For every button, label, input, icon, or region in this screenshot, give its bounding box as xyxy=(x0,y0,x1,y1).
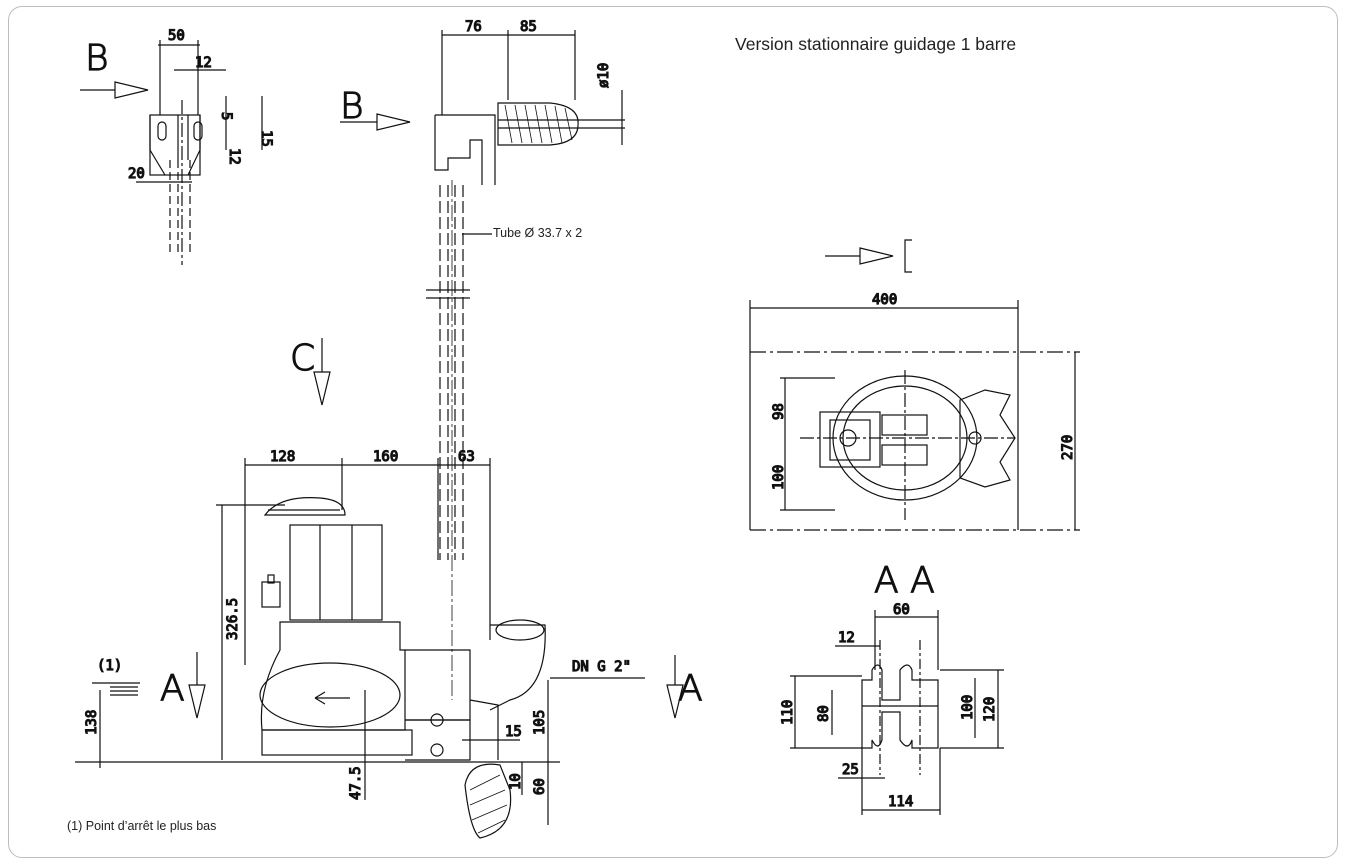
dim-60b: 60 xyxy=(893,602,910,618)
dim-114: 114 xyxy=(888,794,913,810)
dim-20: 20 xyxy=(128,166,145,182)
outlet-label: DN G 2" xyxy=(572,659,631,675)
dim-98: 98 xyxy=(771,403,787,420)
dim-15a: 15 xyxy=(258,130,274,147)
dim-47: 47.5 xyxy=(348,766,364,800)
dim-25: 25 xyxy=(842,762,859,778)
detail-b: B 50 12 5 15 12 20 xyxy=(80,27,275,265)
section-arrow-a-right: A xyxy=(666,655,703,719)
dim-85: 85 xyxy=(520,19,537,35)
section-aa: A A 60 12 110 80 100 120 25 114 xyxy=(779,559,1004,815)
dim-138: 138 xyxy=(84,710,100,735)
dim-100a: 100 xyxy=(771,465,787,490)
view-label-a-left: A xyxy=(160,668,185,709)
view-label-section: A A xyxy=(874,560,935,601)
arrow-b-detail xyxy=(80,81,149,99)
dim-50: 50 xyxy=(168,28,185,44)
arrow-b-top xyxy=(340,113,411,131)
dim-120: 120 xyxy=(982,697,998,722)
dim-10a: ø10 xyxy=(596,63,612,88)
dim-160: 160 xyxy=(373,449,398,465)
dim-76: 76 xyxy=(465,19,482,35)
view-label-b-detail: B xyxy=(85,38,109,79)
dim-105: 105 xyxy=(532,710,548,735)
dim-60a: 60 xyxy=(532,778,548,795)
plan-view-c: 400 270 98 100 xyxy=(749,239,1080,531)
dim-100b: 100 xyxy=(960,695,976,720)
arrow-c-plan xyxy=(825,239,912,273)
dim-110: 110 xyxy=(780,700,796,725)
pump-elevation: 128 160 63 326.5 DN G 2" 138 xyxy=(75,448,703,839)
drawing-frame xyxy=(8,6,1338,858)
dim-80: 80 xyxy=(816,705,832,722)
dim-270: 270 xyxy=(1060,435,1076,460)
footnote: (1) Point d’arrêt le plus bas xyxy=(67,819,217,833)
dim-10b: 10 xyxy=(508,773,524,790)
footnote-marker: (1) xyxy=(97,658,122,674)
dim-5: 5 xyxy=(218,112,234,120)
drawing-title: Version stationnaire guidage 1 barre xyxy=(735,34,1017,54)
dim-128: 128 xyxy=(270,449,295,465)
dim-326: 326.5 xyxy=(225,598,241,640)
view-label-c: C xyxy=(290,338,315,379)
dim-400: 400 xyxy=(872,292,897,308)
view-c: C xyxy=(289,337,331,406)
dim-15b: 15 xyxy=(505,724,522,740)
dim-12a: 12 xyxy=(195,55,212,71)
dim-63: 63 xyxy=(458,449,475,465)
rail-top: B 76 85 ø10 xyxy=(339,18,625,700)
section-arrow-a-left: A xyxy=(159,652,206,719)
tube-label: Tube Ø 33.7 x 2 xyxy=(493,226,583,240)
view-label-b-top: B xyxy=(340,86,364,127)
dim-12b: 12 xyxy=(226,148,242,165)
dim-12c: 12 xyxy=(838,630,855,646)
